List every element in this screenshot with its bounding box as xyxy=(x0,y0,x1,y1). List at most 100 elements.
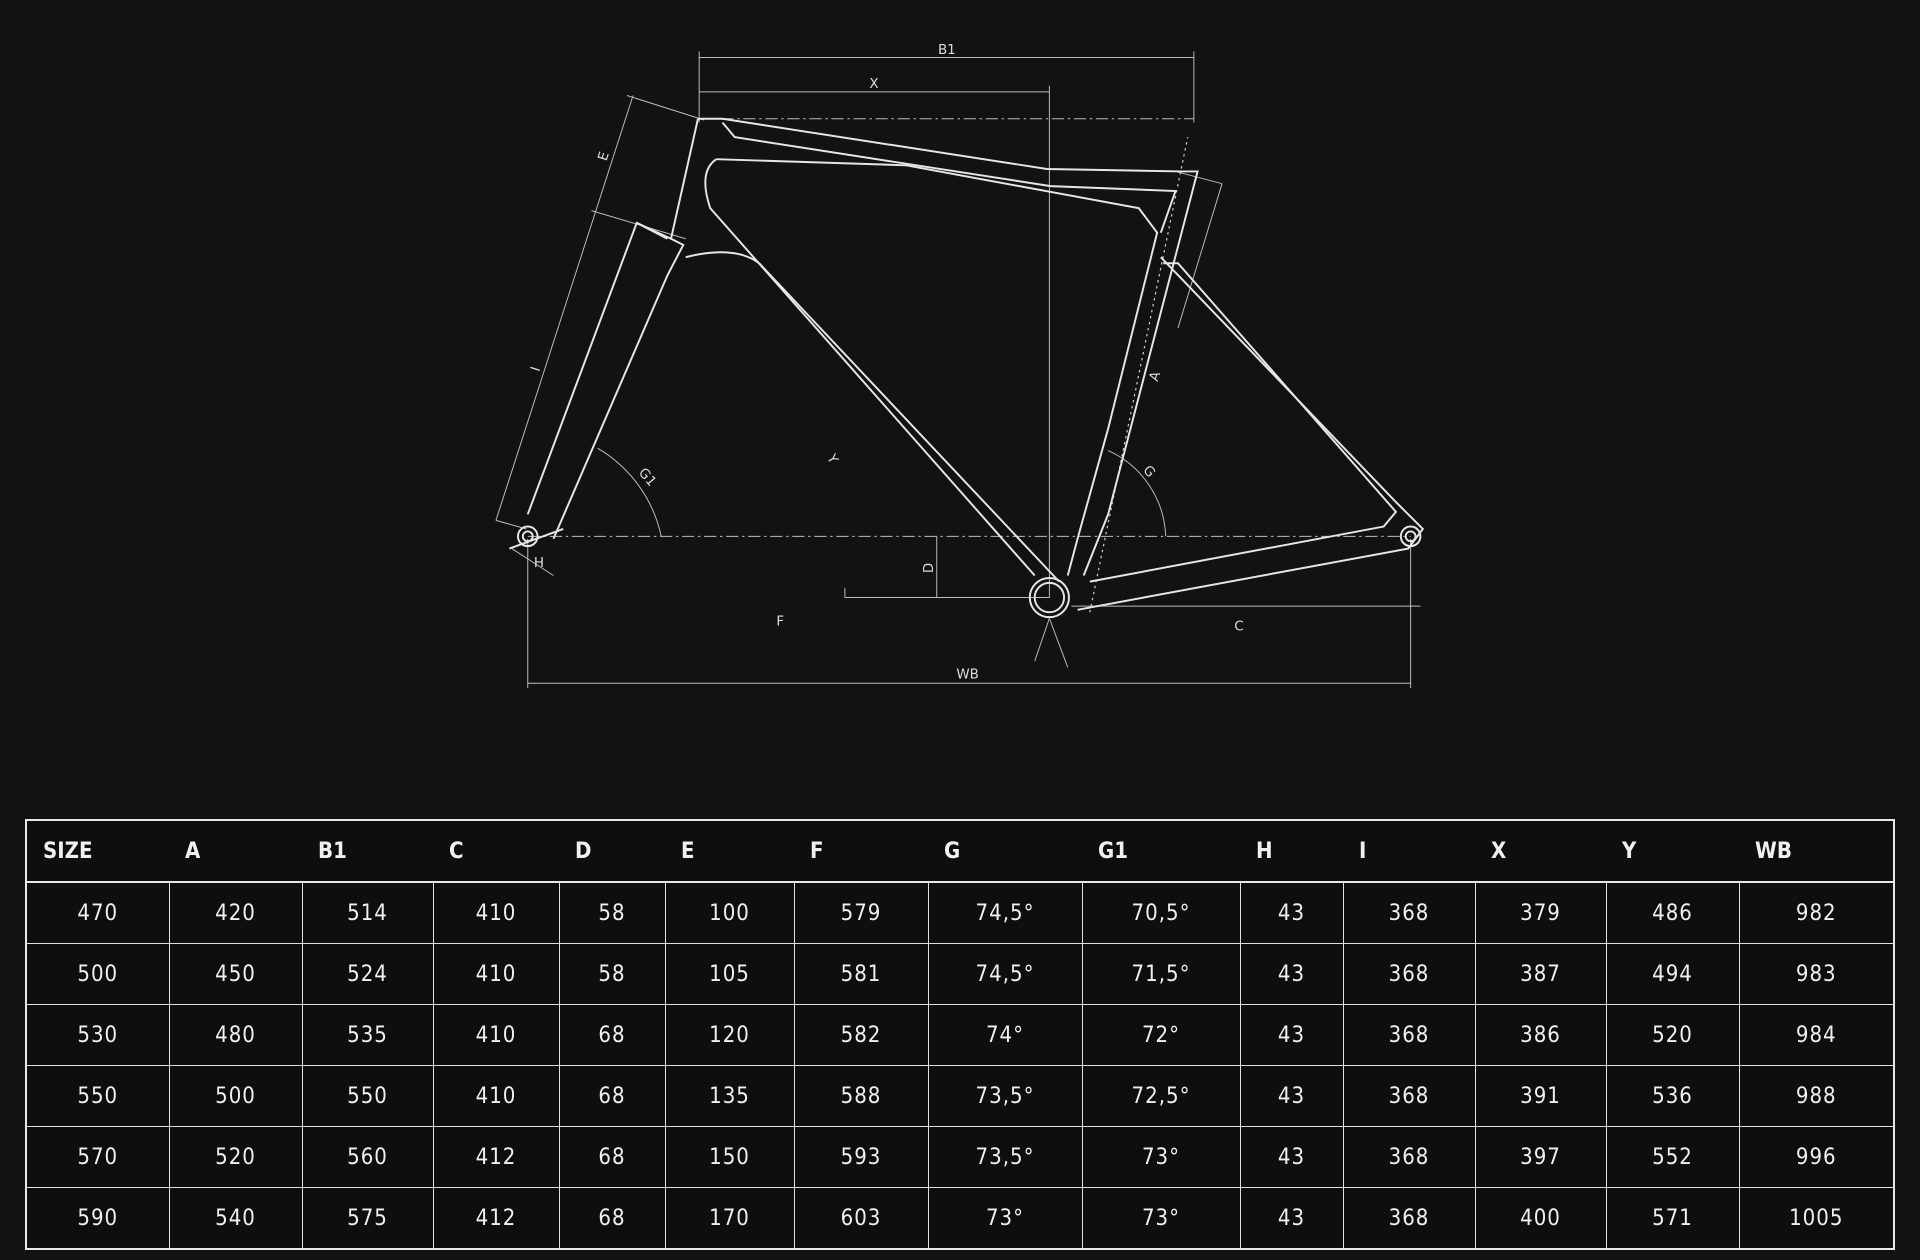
table-cell: 520 xyxy=(168,1126,303,1188)
table-cell: 58 xyxy=(558,881,666,944)
label-a: A xyxy=(1147,369,1164,383)
table-cell: 560 xyxy=(301,1126,434,1188)
table-cell: 514 xyxy=(301,881,434,944)
table-cell: 996 xyxy=(1738,1126,1895,1188)
label-e: E xyxy=(596,150,613,163)
table-cell: 603 xyxy=(793,1187,929,1250)
table-cell: 520 xyxy=(1605,1004,1740,1066)
table-cell: 391 xyxy=(1474,1065,1607,1127)
column-header-c: C xyxy=(433,820,559,883)
table-cell: 535 xyxy=(301,1004,434,1066)
table-cell: 379 xyxy=(1474,881,1607,944)
table-cell: 120 xyxy=(664,1004,795,1066)
table-cell: 582 xyxy=(793,1004,929,1066)
label-c: C xyxy=(1234,620,1243,635)
table-cell: 73° xyxy=(1081,1126,1241,1188)
table-cell: 387 xyxy=(1474,943,1607,1005)
table-cell: 540 xyxy=(168,1187,303,1250)
table-cell: 368 xyxy=(1342,1004,1476,1066)
table-cell: 58 xyxy=(558,943,666,1005)
table-cell: 100 xyxy=(664,881,795,944)
table-cell: 43 xyxy=(1239,1065,1344,1127)
table-cell: 480 xyxy=(168,1004,303,1066)
table-cell: 386 xyxy=(1474,1004,1607,1066)
table-cell: 170 xyxy=(664,1187,795,1250)
table-cell: 579 xyxy=(793,881,929,944)
table-cell: 400 xyxy=(1474,1187,1607,1250)
table-cell: 984 xyxy=(1738,1004,1895,1066)
column-header-y: Y xyxy=(1606,820,1739,883)
table-cell: 590 xyxy=(25,1187,170,1250)
table-cell: 550 xyxy=(301,1065,434,1127)
table-cell: 70,5° xyxy=(1081,881,1241,944)
column-header-h: H xyxy=(1240,820,1343,883)
column-header-x: X xyxy=(1475,820,1606,883)
table-cell: 410 xyxy=(432,881,560,944)
table-cell: 486 xyxy=(1605,881,1740,944)
table-cell: 368 xyxy=(1342,1187,1476,1250)
table-cell: 72,5° xyxy=(1081,1065,1241,1127)
column-header-b1: B1 xyxy=(302,820,433,883)
table-cell: 581 xyxy=(793,943,929,1005)
column-header-e: E xyxy=(665,820,794,883)
label-y: Y xyxy=(823,451,841,467)
table-cell: 368 xyxy=(1342,943,1476,1005)
table-cell: 470 xyxy=(25,881,170,944)
column-header-size: SIZE xyxy=(26,820,169,883)
table-cell: 570 xyxy=(25,1126,170,1188)
table-cell: 536 xyxy=(1605,1065,1740,1127)
table-cell: 72° xyxy=(1081,1004,1241,1066)
table-cell: 74° xyxy=(927,1004,1083,1066)
table-cell: 368 xyxy=(1342,1065,1476,1127)
table-cell: 397 xyxy=(1474,1126,1607,1188)
column-header-wb: WB xyxy=(1739,820,1894,883)
table-cell: 593 xyxy=(793,1126,929,1188)
column-header-i: I xyxy=(1343,820,1475,883)
table-cell: 43 xyxy=(1239,1004,1344,1066)
table-cell: 105 xyxy=(664,943,795,1005)
table-cell: 410 xyxy=(432,1065,560,1127)
table-cell: 450 xyxy=(168,943,303,1005)
table-cell: 68 xyxy=(558,1187,666,1250)
table-cell: 988 xyxy=(1738,1065,1895,1127)
table-cell: 530 xyxy=(25,1004,170,1066)
label-x: X xyxy=(869,77,878,92)
table-cell: 588 xyxy=(793,1065,929,1127)
table-cell: 73° xyxy=(927,1187,1083,1250)
table-cell: 43 xyxy=(1239,1187,1344,1250)
table-cell: 73,5° xyxy=(927,1126,1083,1188)
table-cell: 410 xyxy=(432,943,560,1005)
label-h: H xyxy=(534,556,544,571)
table-cell: 1005 xyxy=(1738,1187,1895,1250)
table-cell: 552 xyxy=(1605,1126,1740,1188)
label-f: F xyxy=(776,615,784,630)
column-header-d: D xyxy=(559,820,665,883)
table-cell: 420 xyxy=(168,881,303,944)
table-cell: 500 xyxy=(168,1065,303,1127)
dimension-lines xyxy=(495,51,1421,689)
table-cell: 43 xyxy=(1239,1126,1344,1188)
table-cell: 412 xyxy=(432,1126,560,1188)
table-cell: 150 xyxy=(664,1126,795,1188)
label-d: D xyxy=(922,563,937,573)
table-cell: 571 xyxy=(1605,1187,1740,1250)
bike-frame-outline xyxy=(509,117,1425,619)
column-header-a: A xyxy=(169,820,302,883)
table-cell: 43 xyxy=(1239,943,1344,1005)
table-cell: 73,5° xyxy=(927,1065,1083,1127)
table-cell: 494 xyxy=(1605,943,1740,1005)
table-cell: 43 xyxy=(1239,881,1344,944)
table-cell: 410 xyxy=(432,1004,560,1066)
table-cell: 983 xyxy=(1738,943,1895,1005)
dimension-labels: B1 X E I G1 H Y D F WB A G C xyxy=(529,43,1244,682)
table-cell: 500 xyxy=(25,943,170,1005)
table-cell: 982 xyxy=(1738,881,1895,944)
table-cell: 68 xyxy=(558,1065,666,1127)
table-cell: 550 xyxy=(25,1065,170,1127)
